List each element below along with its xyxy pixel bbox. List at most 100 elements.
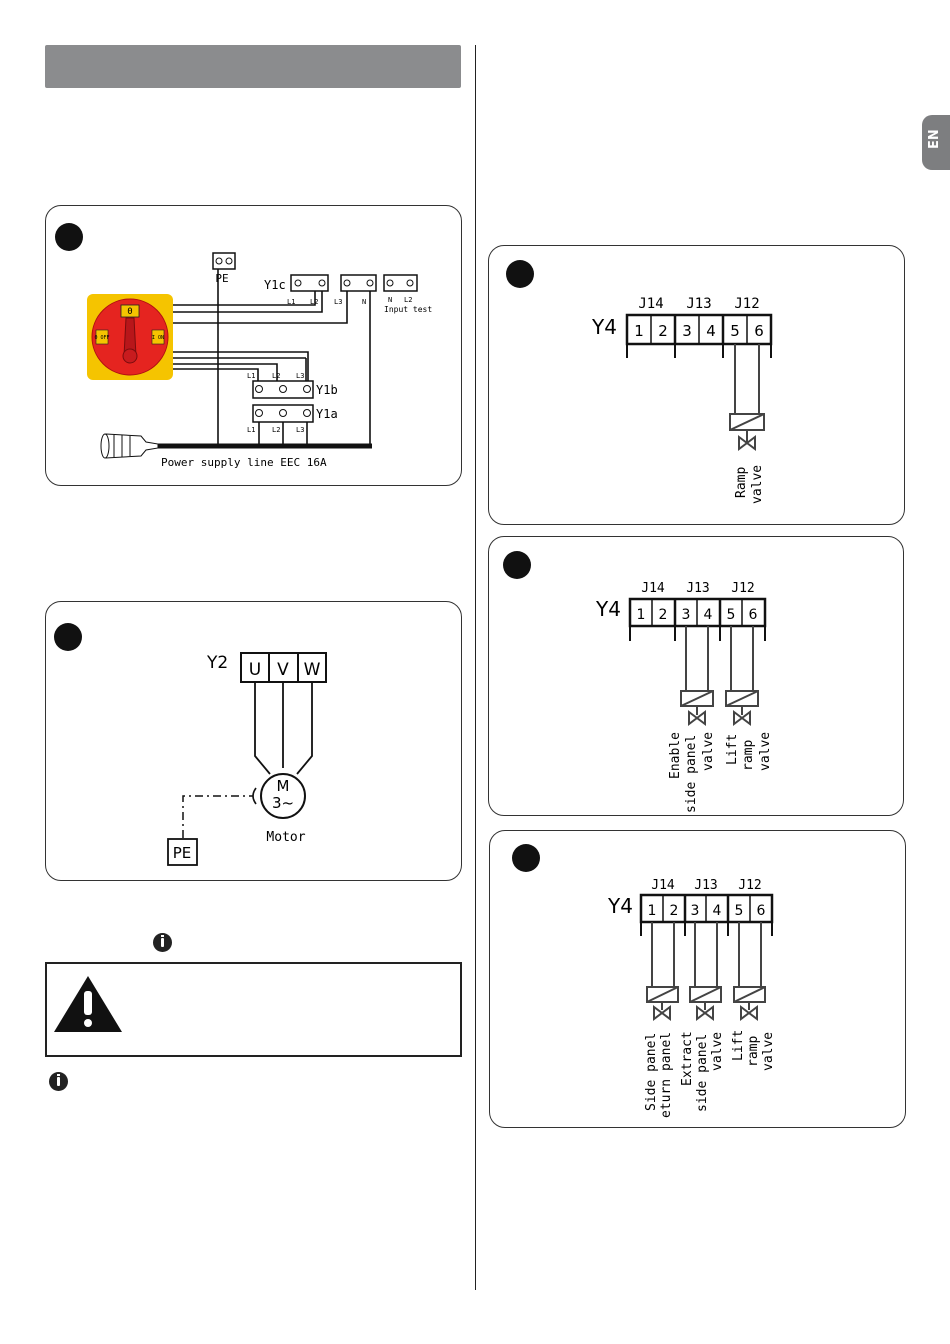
svg-text:4: 4 [704, 607, 713, 623]
svg-text:4: 4 [713, 903, 722, 919]
svg-text:Lift: Lift [725, 734, 740, 765]
figure-motor: Y2 U V W M 3~ Motor PE [45, 601, 462, 881]
svg-text:3: 3 [691, 903, 700, 919]
terminal-v: V [277, 660, 289, 680]
svg-text:J13: J13 [686, 296, 711, 312]
svg-text:5: 5 [727, 607, 736, 623]
motor-symbol [260, 773, 306, 819]
svg-text:4: 4 [706, 322, 716, 340]
svg-text:J14: J14 [641, 581, 665, 596]
lift-ramp-valve-icon [725, 626, 759, 726]
power-supply-diagram: PE Y1c L1 L2 L3 N N L2 Input test 0 0 OF… [55, 223, 432, 469]
y2-label: Y2 [206, 653, 228, 673]
svg-text:6: 6 [754, 322, 764, 340]
plug-icon [100, 433, 159, 459]
svg-text:Side panel: Side panel [644, 1033, 659, 1111]
svg-text:6: 6 [749, 607, 758, 623]
svg-text:valve: valve [758, 732, 773, 771]
svg-text:J12: J12 [731, 581, 754, 596]
svg-text:L1: L1 [247, 372, 255, 380]
terminal-w: W [304, 660, 321, 680]
svg-text:valve: valve [701, 732, 716, 771]
figure-power-supply: PE Y1c L1 L2 L3 N N L2 Input test 0 0 OF… [45, 205, 462, 486]
svg-text:I ON: I ON [152, 335, 164, 341]
language-tab[interactable]: EN [922, 115, 950, 170]
svg-text:N: N [362, 298, 366, 306]
language-tab-label: EN [927, 129, 942, 149]
info-icon [153, 933, 172, 952]
svg-text:5: 5 [735, 903, 744, 919]
svg-text:ramp: ramp [741, 740, 756, 771]
svg-text:2: 2 [658, 322, 668, 340]
y4-side-panel-diagram: Y4 J14 J13 J12 1 2 3 4 5 6 [503, 551, 773, 813]
svg-text:J13: J13 [694, 878, 717, 893]
svg-text:M: M [277, 777, 290, 795]
svg-text:J12: J12 [738, 878, 761, 893]
svg-text:eturn panel: eturn panel [659, 1032, 674, 1118]
y4-ramp-valve-diagram: Y4 J14 J13 J12 1 2 3 4 5 6 Ramp [506, 260, 773, 504]
y4-label: Y4 [591, 315, 617, 339]
svg-text:side panel: side panel [695, 1034, 710, 1112]
svg-text:valve: valve [761, 1032, 776, 1071]
info-icon [49, 1072, 68, 1091]
figure-number-marker [512, 844, 540, 872]
svg-text:ramp: ramp [746, 1036, 761, 1067]
svg-text:3: 3 [682, 607, 691, 623]
svg-text:2: 2 [659, 607, 668, 623]
section-header-bar [45, 45, 461, 88]
svg-text:L1: L1 [247, 426, 255, 434]
svg-text:J13: J13 [686, 581, 709, 596]
svg-text:Lift: Lift [731, 1030, 746, 1061]
svg-text:L2: L2 [404, 296, 412, 304]
figure-number-marker [54, 623, 82, 651]
extract-side-panel-valve-icon [689, 922, 722, 1021]
svg-text:2: 2 [670, 903, 679, 919]
y1b-label: Y1b [316, 383, 338, 397]
svg-text:1: 1 [637, 607, 646, 623]
figure-three-valves: Y4 J14 J13 J12 1 2 3 4 5 6 [489, 830, 906, 1128]
warning-triangle-icon [54, 976, 122, 1032]
svg-text:6: 6 [757, 903, 766, 919]
y1a-label: Y1a [316, 407, 338, 421]
ramp-valve-label-1: Ramp [734, 467, 749, 498]
svg-text:J12: J12 [734, 296, 759, 312]
main-switch-icon: 0 0 OFF I ON [87, 294, 173, 380]
figure-ramp-valve: Y4 J14 J13 J12 1 2 3 4 5 6 Ramp [488, 245, 905, 525]
svg-text:J14: J14 [638, 296, 663, 312]
svg-text:N: N [388, 296, 392, 304]
y4-three-valves-diagram: Y4 J14 J13 J12 1 2 3 4 5 6 [512, 844, 776, 1118]
input-test-label: Input test [384, 305, 432, 314]
pe-box-label: PE [173, 844, 192, 862]
ramp-valve-label-2: valve [750, 465, 765, 504]
motor-diagram: Y2 U V W M 3~ Motor PE [54, 623, 327, 866]
power-line-label: Power supply line EEC 16A [161, 456, 327, 469]
svg-text:J14: J14 [651, 878, 675, 893]
svg-text:5: 5 [730, 322, 740, 340]
svg-text:L1: L1 [287, 298, 295, 306]
svg-text:0 OFF: 0 OFF [94, 335, 109, 341]
svg-text:L2: L2 [272, 372, 280, 380]
svg-text:side panel: side panel [684, 735, 699, 813]
svg-text:L3: L3 [296, 372, 304, 380]
svg-text:1: 1 [634, 322, 644, 340]
svg-text:Enable: Enable [668, 732, 683, 779]
side-panel-valve-icon [680, 626, 714, 726]
terminal-u: U [249, 660, 261, 680]
svg-text:L3: L3 [296, 426, 304, 434]
warning-box [45, 962, 462, 1057]
figure-side-panel-lift: Y4 J14 J13 J12 1 2 3 4 5 6 [488, 536, 904, 816]
svg-text:0: 0 [127, 307, 132, 317]
svg-text:Y4: Y4 [607, 894, 633, 918]
svg-text:L2: L2 [272, 426, 280, 434]
lift-ramp-valve-icon [733, 922, 766, 1021]
svg-text:1: 1 [648, 903, 657, 919]
column-divider [475, 45, 476, 1290]
motor-label: Motor [266, 830, 305, 845]
svg-text:3: 3 [682, 322, 692, 340]
figure-number-marker [506, 260, 534, 288]
y1c-label: Y1c [264, 278, 286, 292]
svg-text:Y4: Y4 [595, 597, 621, 621]
svg-text:Extract: Extract [680, 1031, 695, 1086]
figure-number-marker [503, 551, 531, 579]
figure-number-marker [55, 223, 83, 251]
